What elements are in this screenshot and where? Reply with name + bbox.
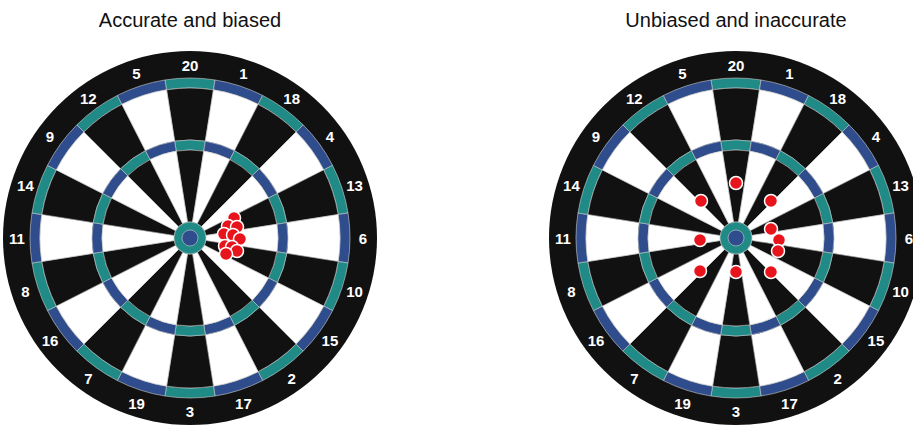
treble-ring-segment xyxy=(175,140,206,151)
segment-number: 3 xyxy=(186,404,194,419)
segment-number: 17 xyxy=(781,395,798,410)
segment-number: 3 xyxy=(732,404,740,419)
dart-hit xyxy=(694,234,707,247)
dart-hit xyxy=(695,195,708,208)
segment-number: 20 xyxy=(728,58,745,73)
outer-single xyxy=(586,88,886,388)
segment-number: 1 xyxy=(785,66,793,81)
bullseye xyxy=(182,230,198,246)
inner-single-segment xyxy=(150,151,187,224)
outer-single-segment xyxy=(668,90,721,151)
panel-title: Unbiased and inaccurate xyxy=(625,10,846,30)
segment-number: 12 xyxy=(626,91,643,106)
segment-number: 13 xyxy=(346,177,363,192)
dartboard xyxy=(3,51,377,425)
outer-single-segment xyxy=(277,170,338,223)
bullseye xyxy=(728,230,744,246)
segment-number: 18 xyxy=(283,91,300,106)
number-ring xyxy=(3,51,377,425)
darts xyxy=(694,177,786,279)
dartboard xyxy=(549,51,913,425)
treble-ring-segment xyxy=(823,223,834,254)
segment-number: 6 xyxy=(359,231,367,246)
dart-hit xyxy=(730,177,743,190)
segment-number: 5 xyxy=(678,66,686,81)
treble-ring xyxy=(638,140,834,336)
treble-ring-segment xyxy=(721,325,752,336)
segment-number: 8 xyxy=(567,284,575,299)
inner-single xyxy=(102,150,278,326)
inner-single xyxy=(648,150,824,326)
dart-hit xyxy=(772,245,785,258)
segment-number: 18 xyxy=(829,91,846,106)
outer-single xyxy=(40,88,340,388)
segment-number: 12 xyxy=(80,91,97,106)
segment-number: 8 xyxy=(21,284,29,299)
segment-number: 2 xyxy=(288,370,296,385)
dart-hit xyxy=(765,266,778,279)
dart-hit xyxy=(220,248,233,261)
number-ring xyxy=(549,51,913,425)
treble-ring-segment xyxy=(277,223,288,254)
segment-number: 10 xyxy=(346,284,363,299)
outer-single-segment xyxy=(42,253,103,306)
segment-number: 9 xyxy=(592,129,600,144)
segment-number: 7 xyxy=(630,370,638,385)
segment-number: 10 xyxy=(892,284,909,299)
treble-ring-segment xyxy=(175,325,206,336)
treble-ring-segment xyxy=(721,140,752,151)
segment-number: 16 xyxy=(588,332,605,347)
dart-hit xyxy=(730,266,743,279)
segment-number: 6 xyxy=(905,231,913,246)
segment-number: 17 xyxy=(235,395,252,410)
segment-number: 16 xyxy=(42,332,59,347)
segment-number: 9 xyxy=(46,129,54,144)
segment-number: 5 xyxy=(132,66,140,81)
segment-number: 11 xyxy=(9,231,25,246)
segment-number: 20 xyxy=(182,58,199,73)
treble-ring-segment xyxy=(92,223,103,254)
treble-ring-segment xyxy=(638,223,649,254)
inner-single-segment xyxy=(696,151,733,224)
panel-title: Accurate and biased xyxy=(99,10,281,30)
dart-hit xyxy=(765,195,778,208)
darts xyxy=(218,212,247,261)
segment-number: 15 xyxy=(868,332,885,347)
double-ring xyxy=(576,78,896,398)
segment-number: 14 xyxy=(563,177,580,192)
outer-single-segment xyxy=(823,170,884,223)
outer-single-segment xyxy=(751,325,804,386)
segment-number: 4 xyxy=(326,129,334,144)
treble-ring xyxy=(92,140,288,336)
segment-number: 2 xyxy=(834,370,842,385)
segment-number: 19 xyxy=(674,395,691,410)
dart-hit xyxy=(765,223,778,236)
outer-single-segment xyxy=(588,253,649,306)
outer-bull xyxy=(720,222,752,254)
dart-hit xyxy=(694,265,707,278)
segment-number: 19 xyxy=(128,395,145,410)
outer-single-segment xyxy=(205,325,258,386)
outer-single-segment xyxy=(122,90,175,151)
segment-number: 13 xyxy=(892,177,909,192)
segment-number: 15 xyxy=(322,332,339,347)
segment-number: 4 xyxy=(872,129,880,144)
outer-bull xyxy=(174,222,206,254)
segment-number: 14 xyxy=(17,177,34,192)
segment-number: 11 xyxy=(555,231,571,246)
segment-number: 1 xyxy=(239,66,247,81)
segment-number: 7 xyxy=(84,370,92,385)
double-ring xyxy=(30,78,350,398)
